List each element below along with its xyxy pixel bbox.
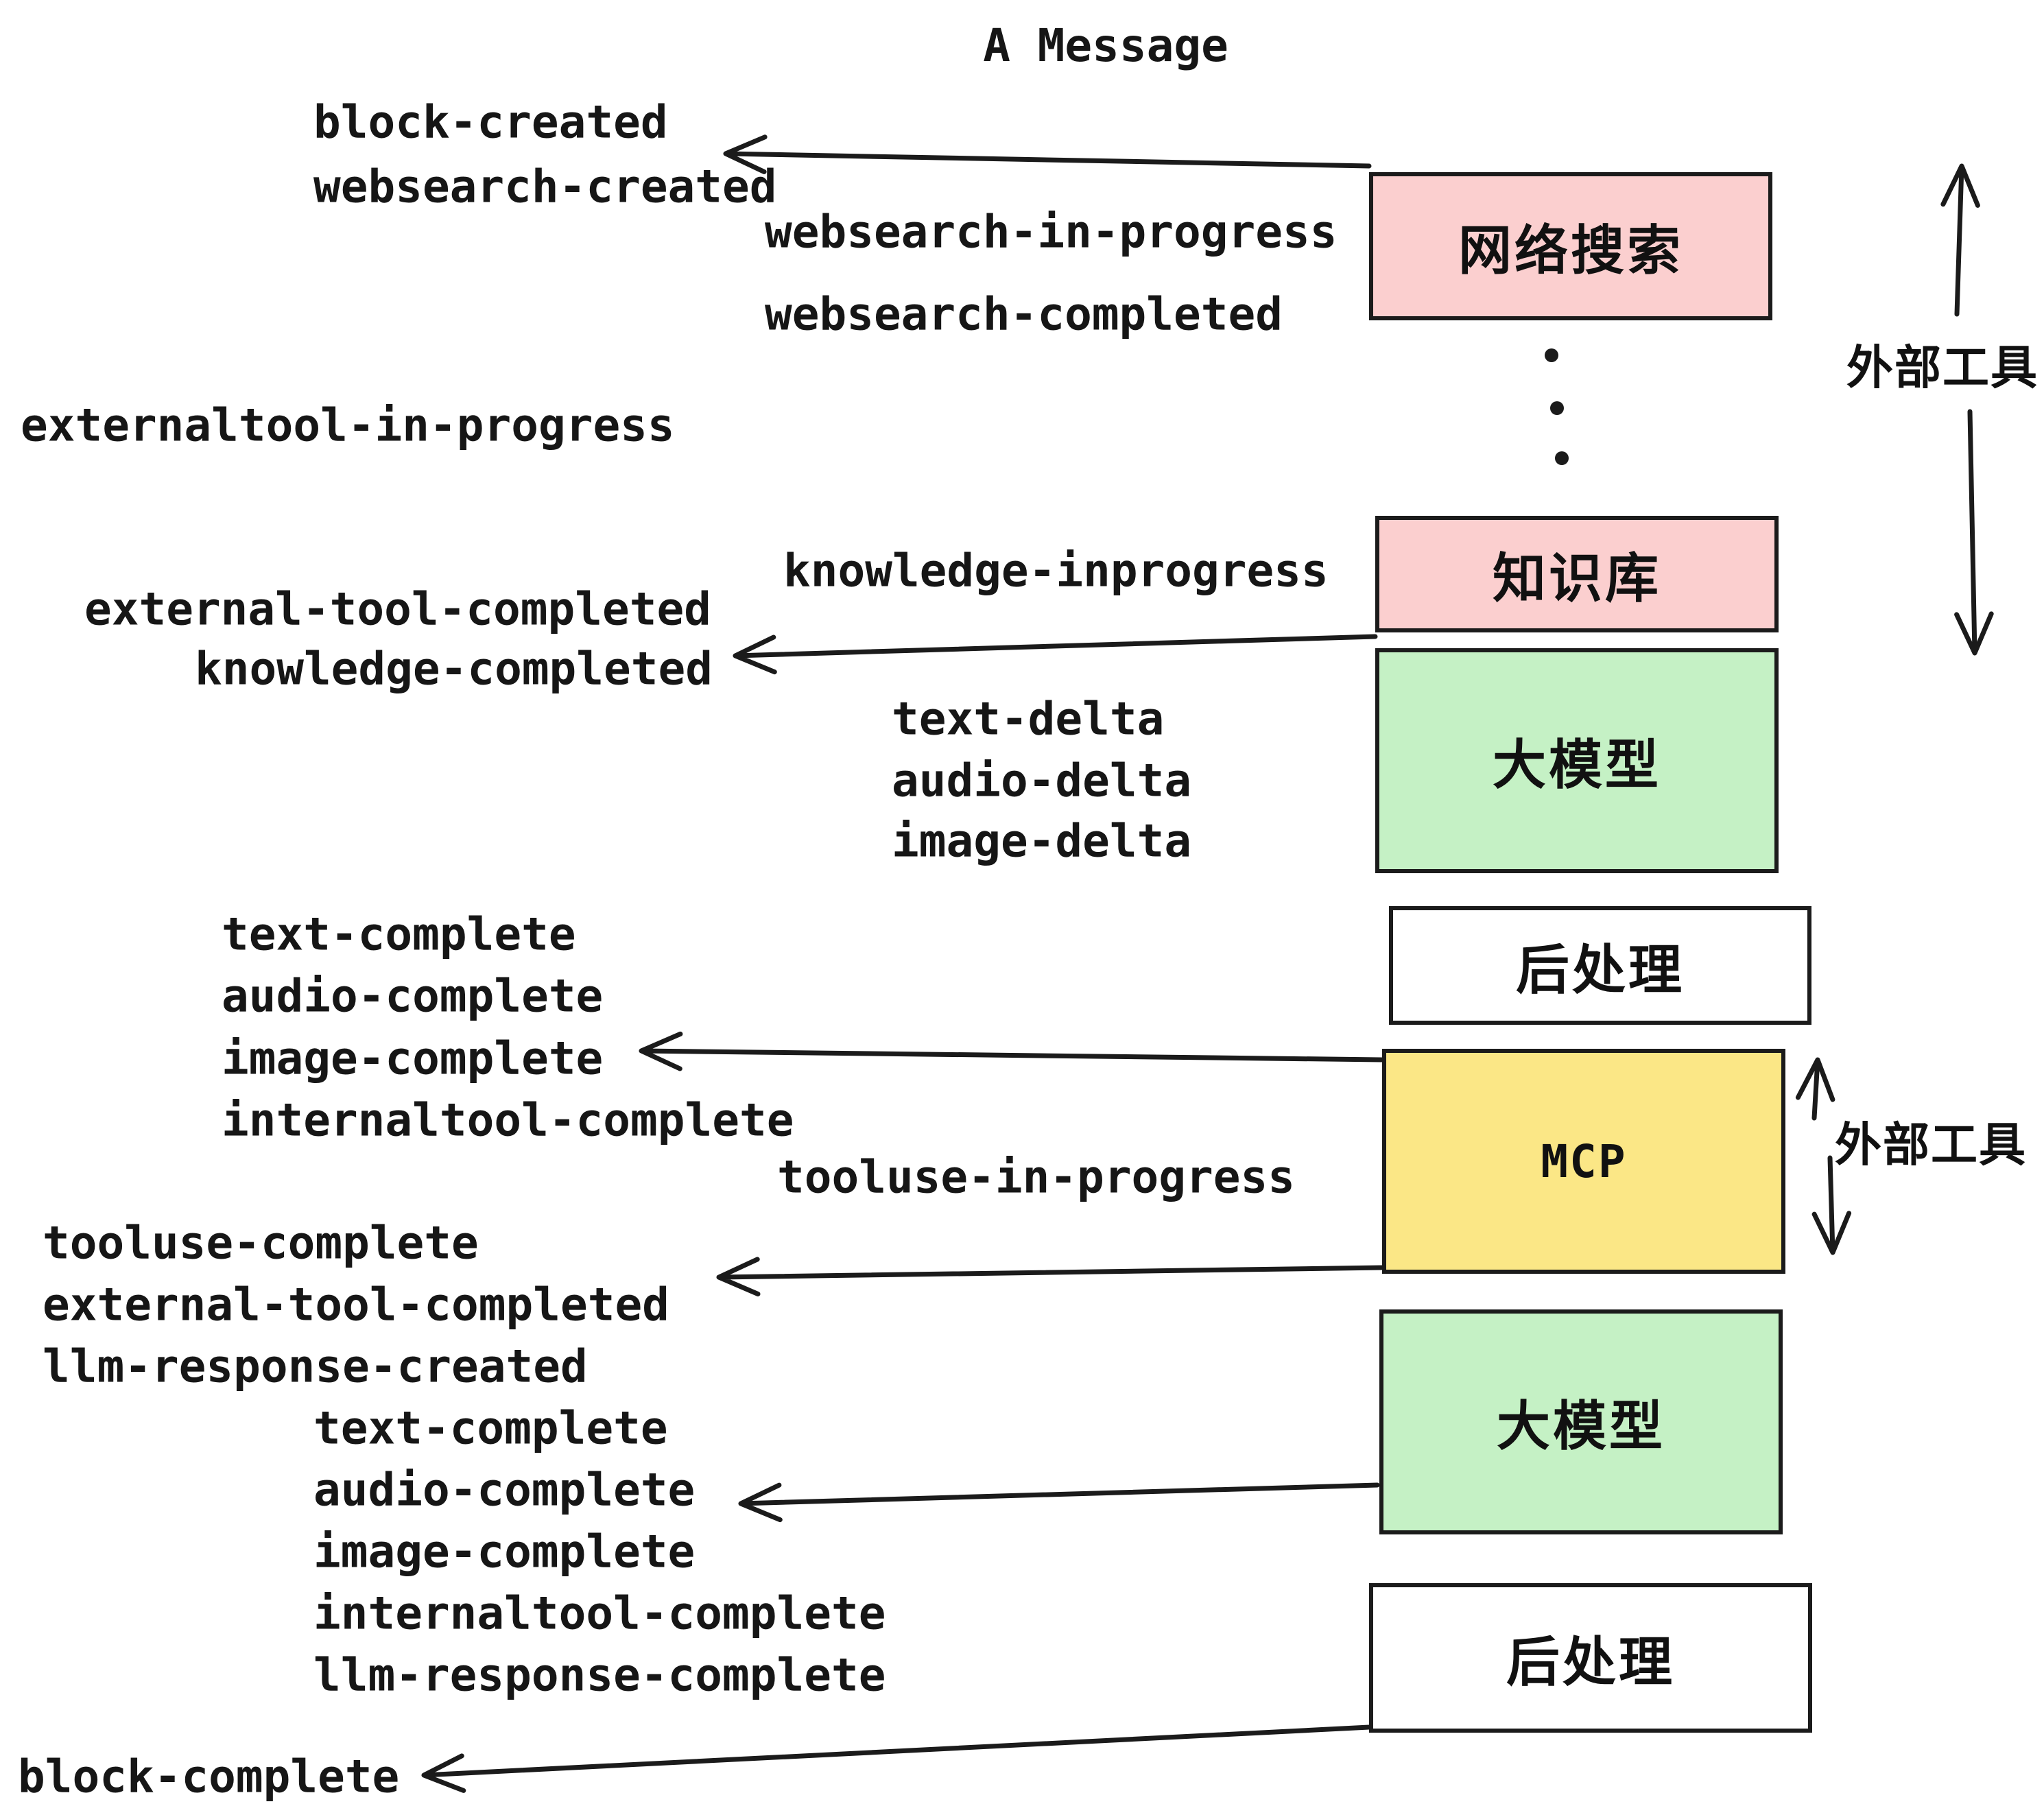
arrow-external-tools-down-1 (1954, 409, 1994, 656)
node-label: 大模型 (1496, 1396, 1665, 1456)
event-external-tool-completed: external-tool-completed (84, 582, 711, 636)
event-text-complete: text-complete (313, 1401, 668, 1455)
arrow-to-knowledge-completed (733, 634, 1378, 675)
event-external-tool-completed: external-tool-completed (43, 1278, 669, 1331)
event-externaltool-in-progress: externaltool-in-progress (21, 399, 675, 452)
node-label: 知识库 (1492, 548, 1661, 608)
event-internaltool-complete: internaltool-complete (222, 1093, 794, 1147)
node-postproc-1: 后处理 (1389, 906, 1811, 1025)
arrow-to-audio-complete-2 (738, 1482, 1380, 1523)
node-llm-1: 大模型 (1375, 648, 1779, 873)
node-websearch: 网络搜索 (1369, 172, 1772, 320)
node-label: MCP (1541, 1135, 1627, 1188)
node-label: 后处理 (1515, 939, 1685, 1000)
node-label: 网络搜索 (1458, 220, 1683, 281)
event-websearch-completed: websearch-completed (765, 287, 1283, 341)
event-tooluse-in-progress: tooluse-in-progress (777, 1150, 1295, 1204)
node-knowledge: 知识库 (1375, 516, 1779, 632)
node-label: 后处理 (1506, 1632, 1675, 1692)
node-mcp: MCP (1382, 1049, 1785, 1274)
node-llm-2: 大模型 (1379, 1309, 1783, 1534)
event-audio-complete: audio-complete (313, 1463, 696, 1517)
event-knowledge-completed: knowledge-completed (195, 642, 713, 696)
event-llm-response-created: llm-response-created (43, 1340, 588, 1393)
ellipsis-dot (1550, 401, 1564, 415)
event-image-complete: image-complete (222, 1032, 604, 1085)
ellipsis-dot (1545, 348, 1558, 362)
event-image-delta: image-delta (892, 814, 1192, 868)
arrow-to-image-complete (639, 1031, 1385, 1071)
arrow-external-tools-up-2 (1795, 1057, 1835, 1121)
arrow-to-websearch-created (723, 134, 1372, 174)
node-postproc-2: 后处理 (1369, 1583, 1812, 1733)
event-text-complete: text-complete (222, 907, 576, 961)
diagram-title: A Message (983, 19, 1228, 72)
event-text-delta: text-delta (892, 692, 1165, 746)
event-llm-response-complete: llm-response-complete (313, 1648, 886, 1702)
event-block-complete: block-complete (18, 1750, 400, 1803)
arrow-external-tools-down-2 (1811, 1155, 1852, 1255)
event-block-created: block-created (313, 95, 668, 149)
event-internaltool-complete: internaltool-complete (313, 1587, 886, 1640)
side-label-external-tools-top: 外部工具 (1846, 342, 2039, 394)
ellipsis-dot (1555, 451, 1569, 465)
node-label: 大模型 (1492, 735, 1661, 795)
event-tooluse-complete: tooluse-complete (43, 1216, 479, 1270)
event-knowledge-inprogress: knowledge-inprogress (783, 544, 1329, 597)
arrow-external-tools-up-1 (1940, 163, 1980, 317)
event-websearch-created: websearch-created (313, 160, 777, 213)
event-audio-complete: audio-complete (222, 969, 604, 1023)
side-label-external-tools-mcp: 外部工具 (1834, 1119, 2028, 1172)
arrow-to-block-complete (421, 1724, 1372, 1793)
event-websearch-in-progress: websearch-in-progress (765, 205, 1338, 259)
arrow-to-tooluse-complete (716, 1257, 1385, 1296)
event-image-complete: image-complete (313, 1525, 696, 1578)
event-audio-delta: audio-delta (892, 754, 1192, 807)
